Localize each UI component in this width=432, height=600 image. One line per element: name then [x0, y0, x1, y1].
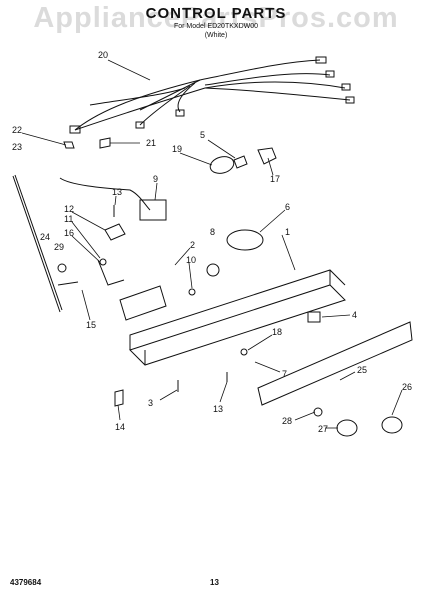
callout-26: 26	[402, 382, 412, 392]
callout-6: 6	[285, 202, 290, 212]
model-subtitle: For Model ED20TKXDW00	[173, 23, 259, 30]
callout-21: 21	[146, 138, 156, 148]
nut-29	[57, 263, 67, 273]
callout-3: 3	[148, 398, 153, 408]
knob-26	[381, 416, 403, 434]
control-housing-1	[129, 269, 346, 366]
lamp-holder-17	[257, 147, 277, 165]
callout-13b: 13	[213, 404, 223, 414]
page-number: 13	[210, 578, 219, 587]
bulb-19	[209, 156, 235, 174]
callout-29: 29	[54, 242, 64, 252]
wire-harness	[69, 56, 355, 134]
socket-5	[233, 155, 248, 169]
callout-13: 13	[112, 187, 122, 197]
callout-28: 28	[282, 416, 292, 426]
screw-10	[188, 288, 196, 296]
callout-16: 16	[64, 228, 74, 238]
callout-25: 25	[357, 365, 367, 375]
screw-16	[99, 258, 107, 266]
screw-18	[240, 348, 248, 356]
control-panel-25	[257, 321, 413, 406]
part-4	[307, 311, 321, 323]
callout-4: 4	[352, 310, 357, 320]
clip-14	[114, 389, 124, 407]
callout-15: 15	[86, 320, 96, 330]
damper-control-6	[226, 229, 264, 251]
callout-2: 2	[190, 240, 195, 250]
callout-14: 14	[115, 422, 125, 432]
leader-lines	[21, 59, 403, 429]
callout-17: 17	[270, 174, 280, 184]
link-24	[57, 281, 79, 286]
callout-5: 5	[200, 130, 205, 140]
callout-24: 24	[40, 232, 50, 242]
thermostat-9	[139, 199, 167, 221]
arm-11	[97, 259, 125, 286]
callout-8: 8	[210, 227, 215, 237]
callout-19: 19	[172, 144, 182, 154]
callout-11: 11	[64, 214, 73, 224]
document-number: 4379684	[10, 578, 42, 587]
washer-28	[313, 407, 323, 417]
callout-7: 7	[282, 369, 287, 379]
callout-1: 1	[285, 227, 290, 237]
callout-labels: 20 22 21 23 5 19 17 13 9 12 6 11 16 24 2…	[12, 50, 412, 434]
knob-8	[206, 263, 220, 277]
knob-27	[336, 419, 358, 437]
callout-18: 18	[272, 327, 282, 337]
connector-21	[99, 137, 111, 149]
clip-22	[63, 141, 75, 149]
callout-12: 12	[64, 204, 74, 214]
callout-10: 10	[186, 255, 196, 265]
color-subtitle: (White)	[204, 32, 228, 39]
bracket-2	[119, 285, 167, 321]
page-title: CONTROL PARTS	[145, 5, 287, 22]
bracket-12	[104, 223, 126, 241]
title-block: CONTROL PARTS For Model ED20TKXDW00 (Whi…	[0, 6, 432, 40]
rod-23	[14, 174, 63, 311]
callout-23: 23	[12, 142, 22, 152]
callout-9: 9	[153, 174, 158, 184]
sensing-tube	[59, 177, 151, 211]
callout-27: 27	[318, 424, 328, 434]
callout-20: 20	[98, 50, 108, 60]
callout-22: 22	[12, 125, 22, 135]
